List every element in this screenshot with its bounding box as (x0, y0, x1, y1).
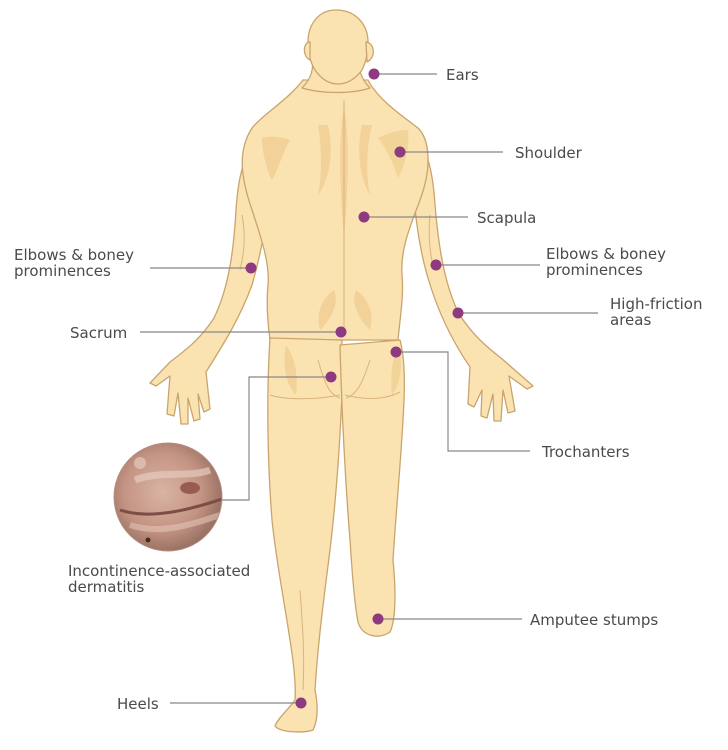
label-sacrum: Sacrum (70, 324, 127, 342)
label-scapula: Scapula (477, 209, 536, 227)
label-incontinence-line2: dermatitis (68, 578, 145, 596)
marker-amputee (373, 614, 384, 625)
label-amputee: Amputee stumps (530, 611, 658, 629)
label-heels: Heels (117, 695, 159, 713)
label-high-friction-line2: areas (610, 311, 651, 329)
label-elbows-left-line2: prominences (14, 262, 111, 280)
right-ear (366, 42, 373, 62)
head (308, 10, 368, 84)
marker-incontinence (326, 372, 337, 383)
marker-sacrum (336, 327, 347, 338)
dermatitis-photo (114, 443, 225, 551)
marker-trochanters (391, 347, 402, 358)
label-shoulder: Shoulder (515, 144, 583, 162)
marker-scapula (359, 212, 370, 223)
marker-elbows-right (431, 260, 442, 271)
marker-heels (296, 698, 307, 709)
label-elbows-right-line2: prominences (546, 261, 643, 279)
marker-ears (369, 69, 380, 80)
marker-elbows-left (246, 263, 257, 274)
label-trochanters: Trochanters (541, 443, 630, 461)
marker-shoulder (395, 147, 406, 158)
label-ears: Ears (446, 66, 479, 84)
marker-high-friction (453, 308, 464, 319)
human-body-back-view (150, 10, 533, 732)
left-ear (304, 42, 310, 60)
